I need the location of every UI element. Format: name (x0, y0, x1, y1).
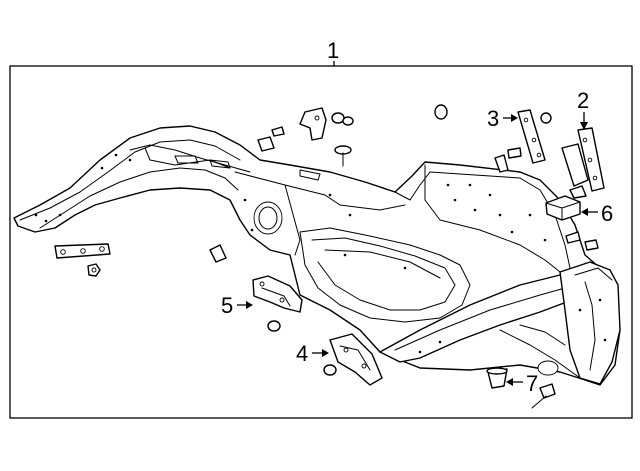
nut-near-5[interactable] (267, 320, 281, 332)
clip-near-3[interactable] (494, 147, 522, 173)
callout-6[interactable]: 6 (601, 201, 613, 226)
part-3-strip-bracket[interactable] (517, 109, 546, 164)
callout-5[interactable]: 5 (221, 293, 233, 318)
part-4-lower-bracket[interactable] (329, 333, 383, 386)
diagram-frame (9, 65, 633, 419)
part-5-hinge-bracket[interactable] (252, 275, 303, 313)
nut-left[interactable] (87, 263, 101, 277)
panel-holes (34, 153, 607, 354)
clip-near-2[interactable] (569, 185, 587, 199)
callout-7[interactable]: 7 (526, 371, 538, 396)
nut-near-4[interactable] (323, 364, 337, 376)
part-6-rubber-block[interactable] (545, 195, 581, 221)
callout-7-arrow (506, 378, 513, 386)
bolt-top-left[interactable] (271, 126, 285, 137)
part-7-cup-grommet[interactable] (486, 367, 508, 389)
bolt-left-floor[interactable] (209, 244, 227, 263)
screw-near-3[interactable] (540, 112, 552, 124)
bolt-bottom[interactable] (531, 383, 556, 409)
grommet-top[interactable] (434, 104, 448, 120)
callout-3[interactable]: 3 (487, 106, 499, 131)
clip-left-top[interactable] (257, 136, 275, 152)
callout-2-arrow (580, 122, 588, 130)
part-2-upright-bracket[interactable] (561, 127, 605, 192)
bolts-near-6[interactable] (565, 231, 599, 251)
callout-5-arrow (246, 301, 253, 309)
callout-1[interactable]: 1 (327, 38, 339, 63)
callout-4[interactable]: 4 (296, 341, 308, 366)
callout-3-arrow (511, 114, 518, 122)
rear-body-panel-assembly[interactable] (13, 125, 621, 386)
plug-top-center[interactable] (331, 112, 354, 126)
callout-6-arrow (581, 208, 588, 216)
callout-4-arrow (322, 349, 329, 357)
push-pin[interactable] (334, 145, 352, 167)
callout-2[interactable]: 2 (577, 88, 589, 113)
bracket-plate-left[interactable] (54, 243, 111, 259)
bracket-top-center[interactable] (299, 107, 327, 141)
